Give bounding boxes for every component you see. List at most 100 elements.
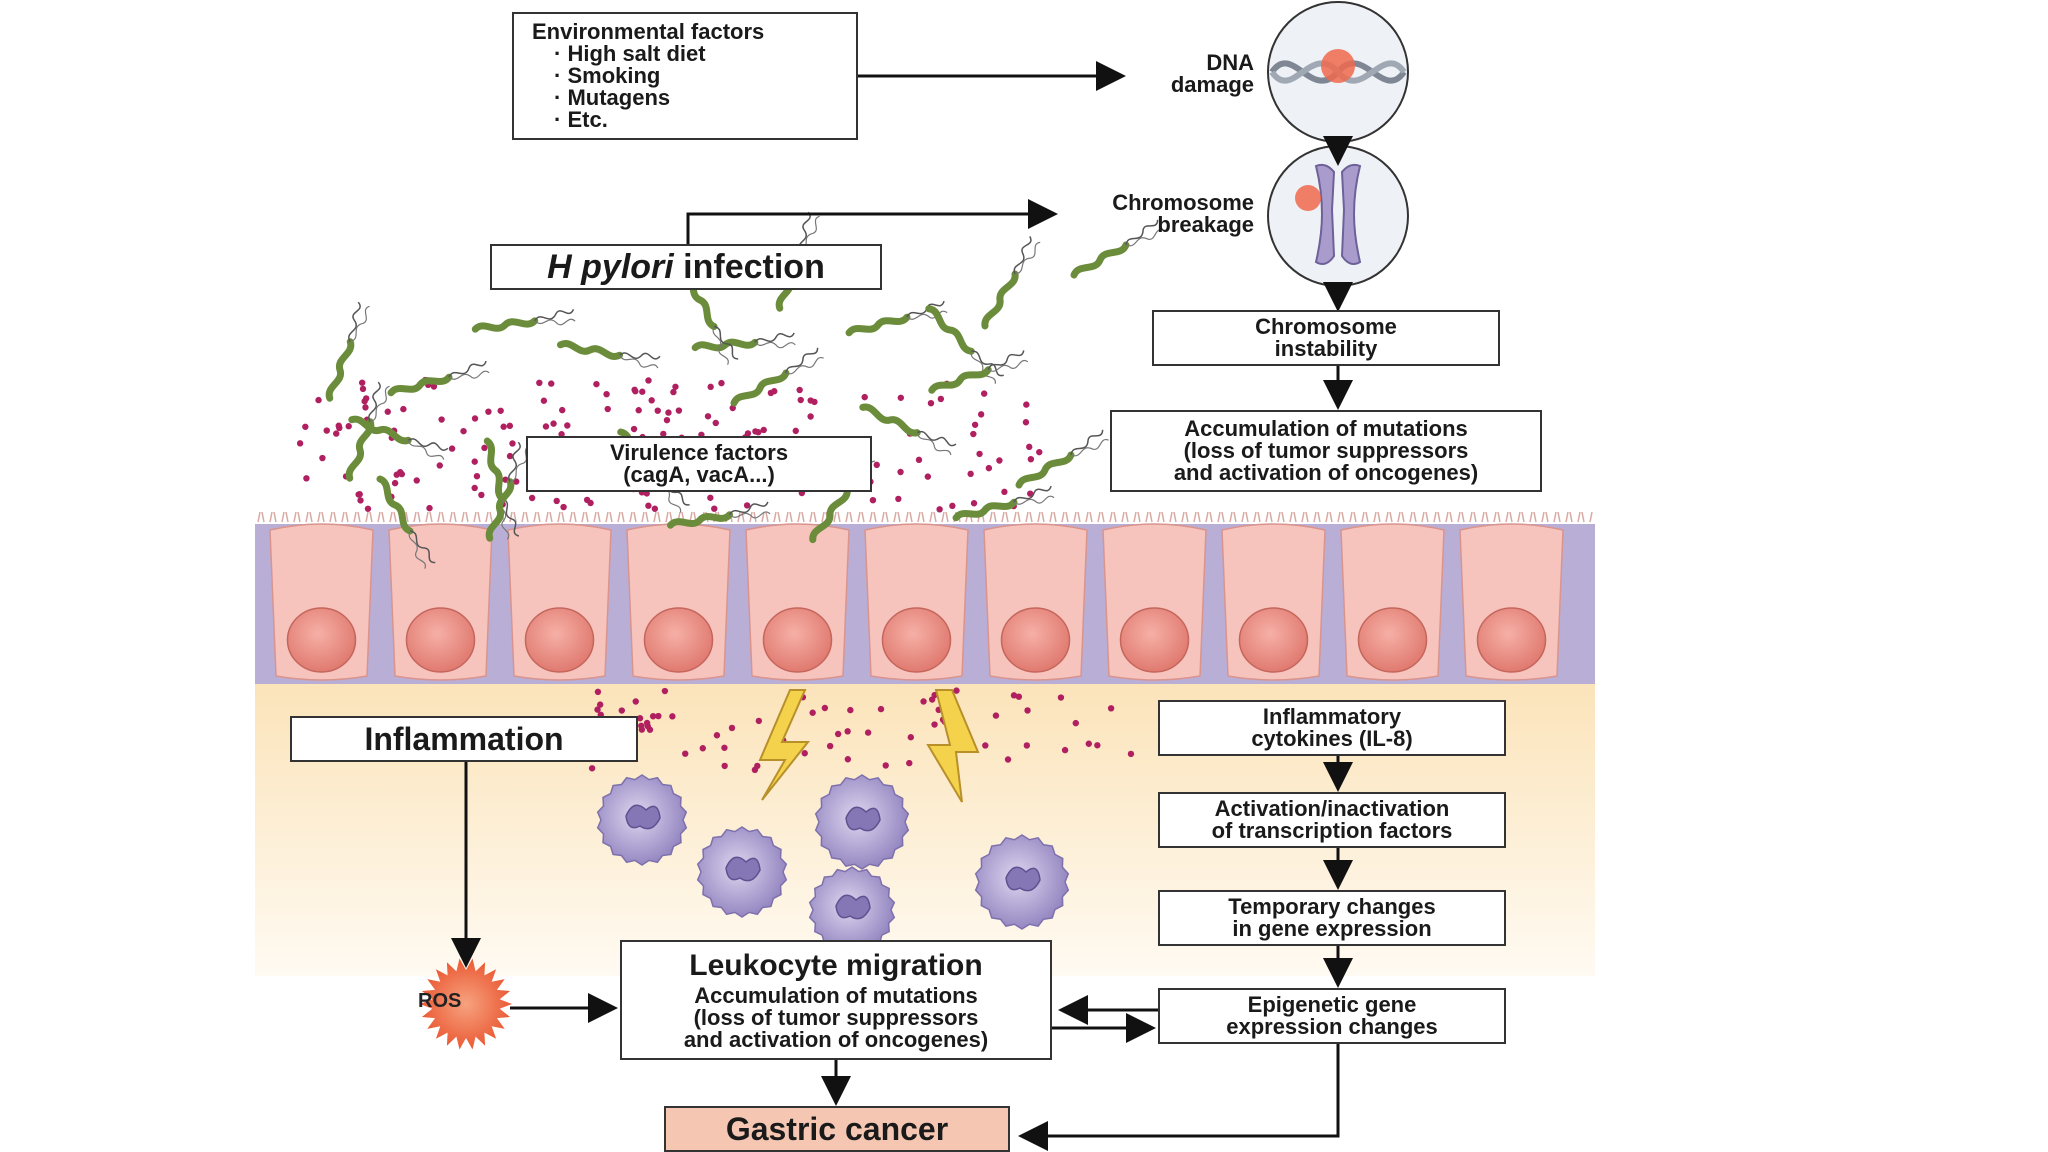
- virulence-dot: [907, 734, 915, 741]
- infection-word: infection: [673, 248, 825, 286]
- flagellum: [1013, 485, 1052, 503]
- virulence-dot: [559, 406, 566, 414]
- virulence-dot: [603, 390, 610, 398]
- inflammatory-cytokines-box: Inflammatory cytokines (IL-8): [1158, 700, 1506, 756]
- h-pylori-rod: [952, 485, 1055, 522]
- virulence-dot: [826, 742, 834, 750]
- bacterium-body: [483, 437, 507, 503]
- virulence-dot: [970, 430, 977, 438]
- flagellum: [906, 310, 948, 320]
- h-pylori-bacteria: [325, 211, 1164, 569]
- virulence-dot: [877, 705, 885, 713]
- virulence-dot: [560, 503, 567, 511]
- h-pylori-rod: [376, 475, 436, 569]
- virulence-dot: [980, 390, 988, 397]
- virulence-dot: [682, 750, 689, 757]
- flagellum: [1013, 495, 1055, 505]
- flagellum: [1013, 236, 1032, 275]
- bacterium-body: [952, 498, 1018, 522]
- virulence-dot: [540, 397, 548, 404]
- virulence-dot: [345, 423, 352, 430]
- virulence-dot: [1085, 740, 1092, 747]
- h-pylori-rod: [859, 403, 957, 456]
- virulence-dot: [632, 388, 639, 395]
- virulence-dot: [357, 497, 364, 504]
- cell-nucleus: [1476, 607, 1547, 673]
- virulence-dot: [497, 407, 504, 414]
- virulence-dot: [649, 713, 657, 720]
- virulence-dot: [536, 379, 543, 387]
- virulence-dot: [319, 454, 326, 462]
- cell-nucleus: [643, 607, 714, 673]
- bacterium-body: [1070, 241, 1130, 279]
- virulence-dot: [755, 717, 763, 725]
- virulence-dot: [645, 502, 652, 509]
- leukocyte-cell: [696, 826, 788, 918]
- cell-nucleus: [1119, 607, 1190, 673]
- virulence-dot: [635, 407, 642, 414]
- virulence-dot: [992, 712, 1000, 719]
- h-pylori-infection-box: H pylori infection: [490, 244, 882, 290]
- leukocyte-cell: [974, 834, 1070, 930]
- virulence-dot: [436, 462, 443, 469]
- virulence-dot: [588, 765, 596, 772]
- lightning-bolt-icon: [758, 689, 811, 801]
- virulence-dot: [362, 404, 369, 411]
- virulence-dot: [645, 377, 652, 384]
- cell-nucleus: [762, 607, 833, 673]
- virulence-dot: [359, 385, 367, 393]
- virulence-dot: [315, 396, 322, 404]
- environmental-factors-box: Environmental factors High salt diet Smo…: [512, 12, 858, 140]
- flagellum: [754, 341, 796, 349]
- virulence-dot: [302, 423, 309, 430]
- flagellum: [619, 354, 659, 369]
- temporary-gene-expression-box: Temporary changes in gene expression: [1158, 890, 1506, 946]
- bacterium-body: [348, 415, 412, 445]
- flagellum: [713, 325, 739, 360]
- virulence-dot: [895, 495, 902, 503]
- virulence-dot: [426, 504, 433, 512]
- virulence-dot: [1061, 746, 1069, 754]
- inflammation-box: Inflammation: [290, 716, 638, 762]
- leukocyte-nucleus: [1005, 866, 1041, 892]
- virulence-dot: [460, 427, 467, 435]
- virulence-dot: [564, 422, 571, 429]
- virulence-dot: [953, 687, 960, 694]
- epithelium-layer: [255, 511, 1595, 684]
- virulence-dot: [548, 380, 555, 387]
- connector-arrows: [451, 61, 1353, 1151]
- chromosome-icon: [1267, 145, 1409, 287]
- env-factor-item: Etc.: [532, 109, 607, 131]
- virulence-dot: [500, 423, 507, 430]
- virulence-dot: [358, 379, 366, 386]
- virulence-dot: [1010, 692, 1018, 699]
- virulence-dot: [438, 416, 445, 423]
- flagellum: [368, 381, 381, 423]
- virulence-dot: [1023, 742, 1031, 749]
- virulence-dot: [364, 505, 372, 512]
- virulence-dot: [583, 496, 591, 504]
- virulence-dot: [996, 457, 1003, 464]
- ros-label: ROS: [418, 990, 462, 1012]
- virulence-dot: [976, 450, 983, 458]
- virulence-dot: [1027, 455, 1035, 463]
- virulence-dot: [931, 721, 938, 728]
- environmental-factors-title: Environmental factors: [532, 19, 765, 44]
- bacterium-body: [471, 317, 539, 333]
- bacterium-body: [859, 403, 921, 437]
- virulence-dot: [481, 444, 488, 452]
- flagellum: [1070, 429, 1104, 456]
- virulence-dot: [362, 395, 370, 402]
- leukocyte-migration-title: Leukocyte migration: [689, 949, 983, 982]
- bacterium-body: [485, 478, 515, 542]
- ros-burst-icon: [420, 958, 512, 1050]
- bacterium-body: [809, 486, 851, 544]
- h-pylori-rod: [387, 360, 490, 397]
- virulence-dot: [699, 745, 707, 752]
- virulence-dot: [897, 394, 905, 401]
- virulence-dot: [553, 497, 560, 505]
- virulence-dot: [811, 398, 818, 406]
- virulence-dot: [661, 687, 669, 695]
- virulence-dot: [333, 430, 340, 437]
- virulence-dot: [809, 709, 816, 716]
